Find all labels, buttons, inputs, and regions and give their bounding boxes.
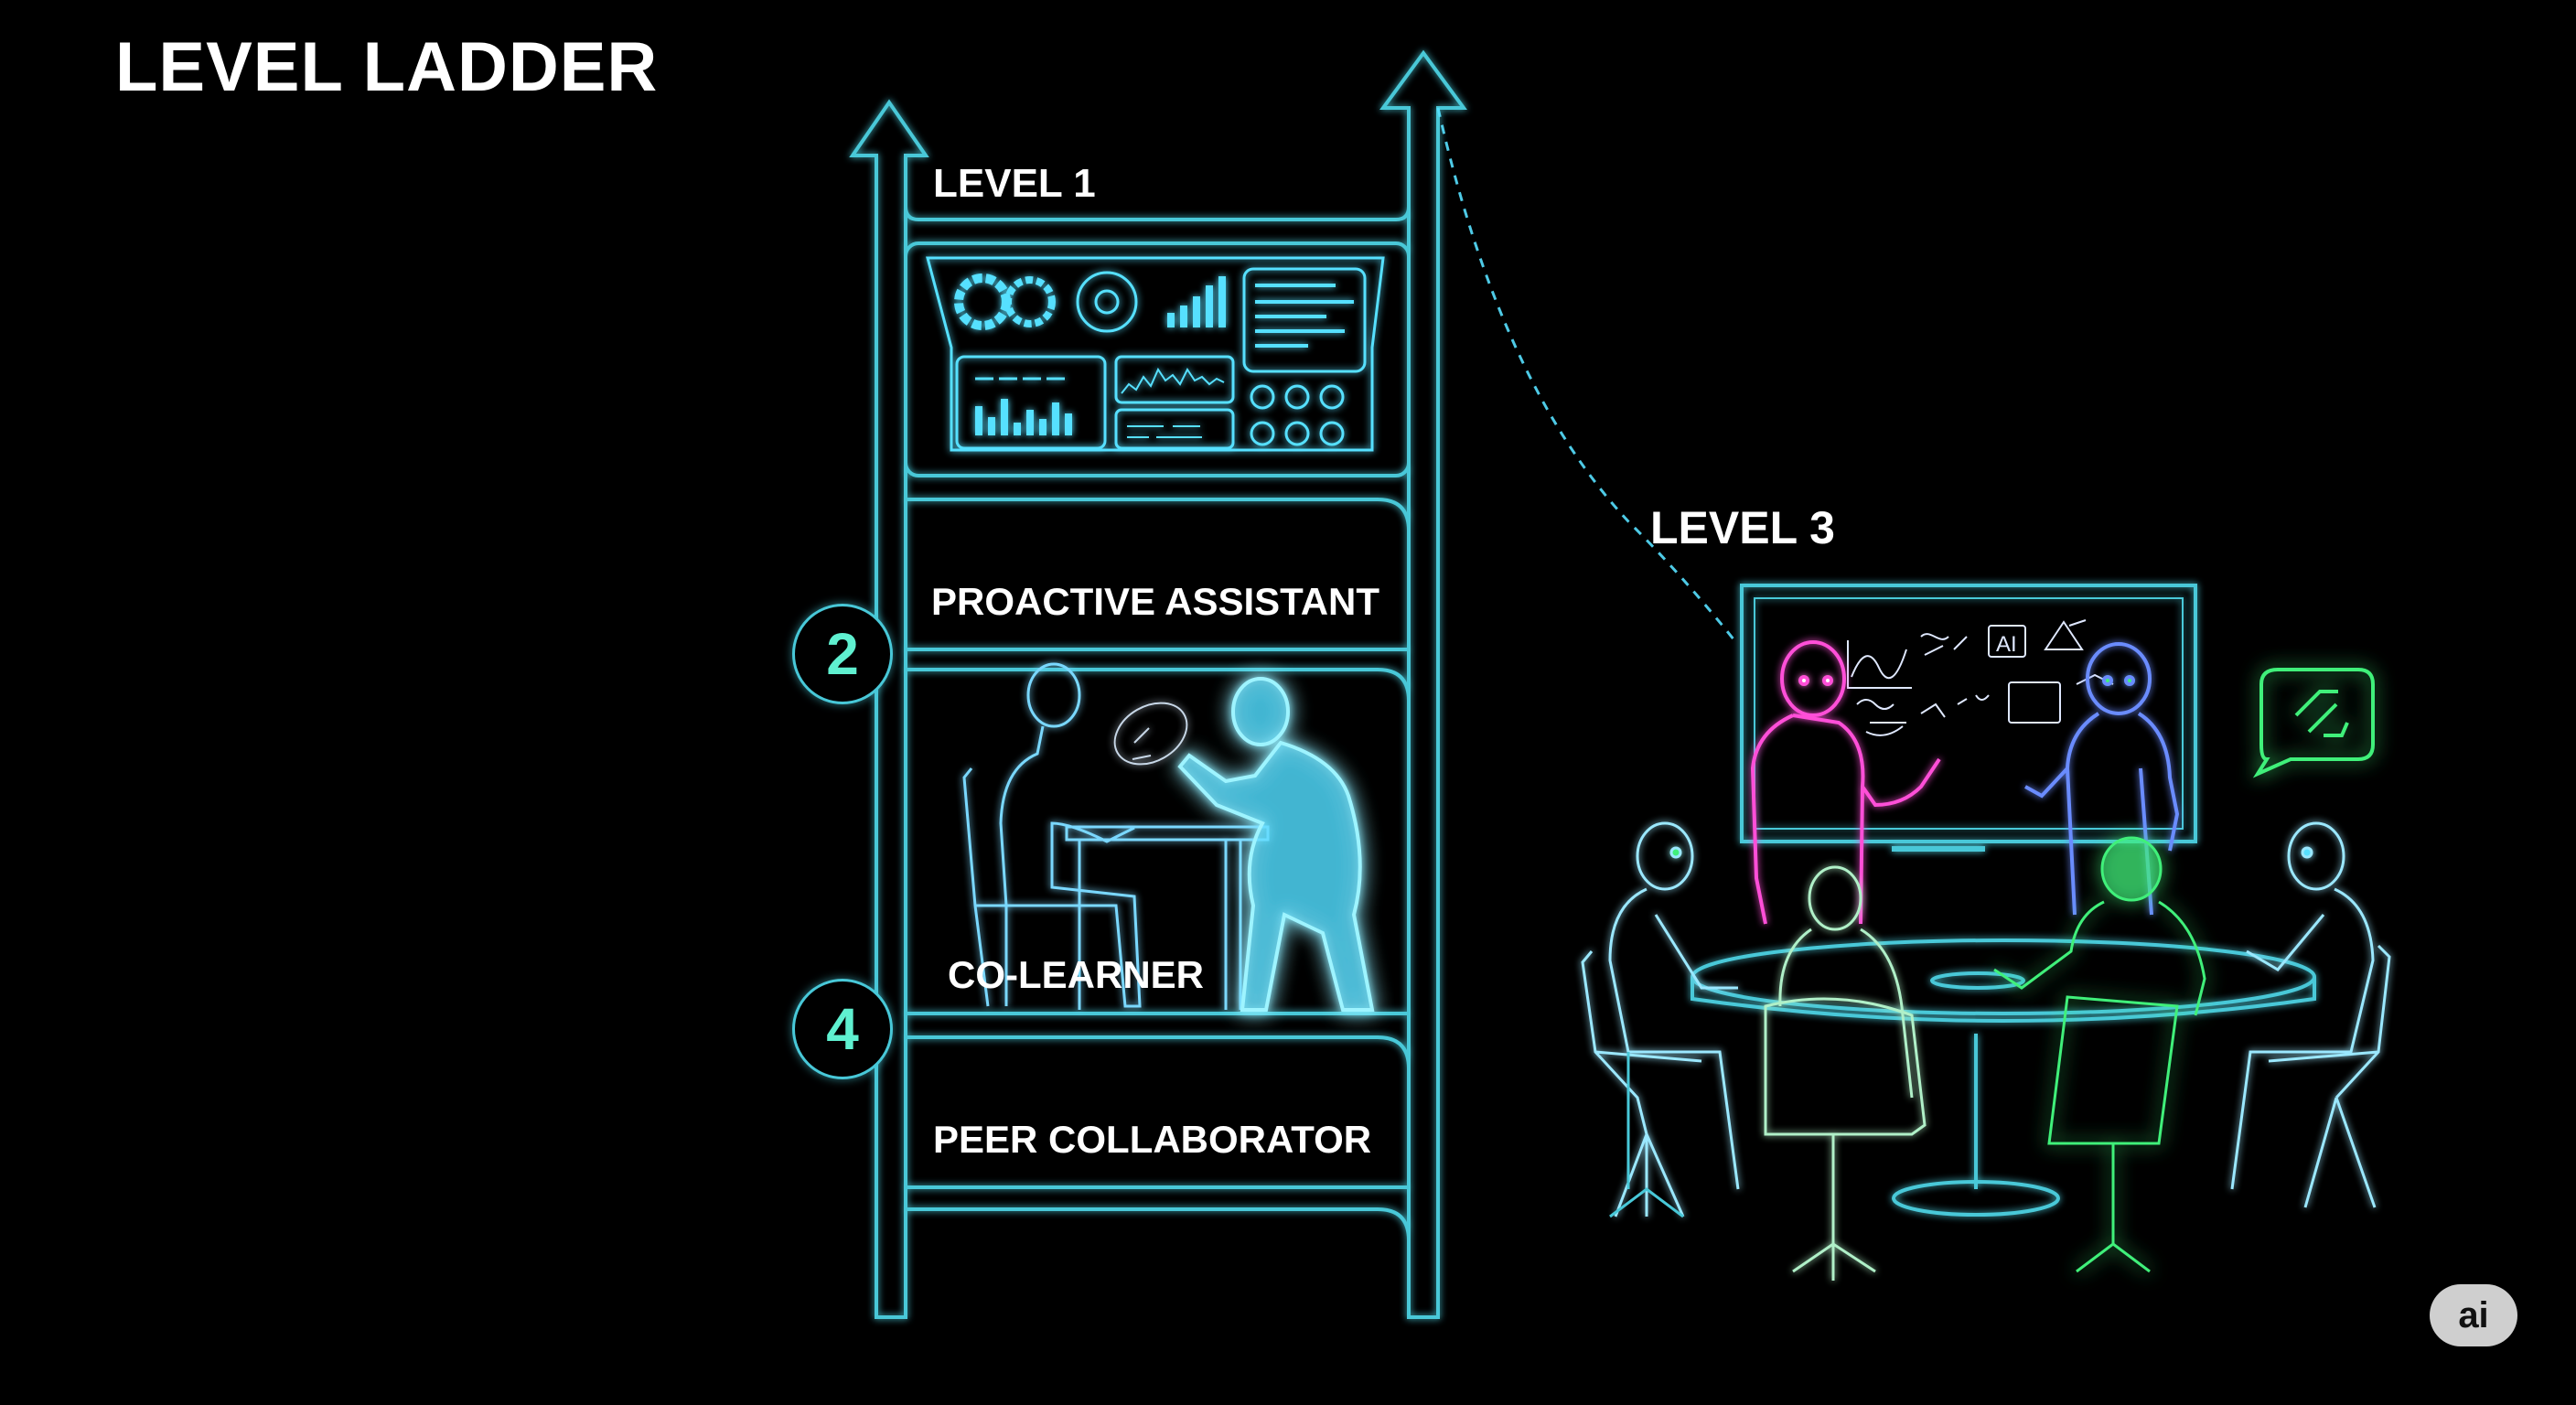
marker-2: 2 bbox=[792, 604, 893, 704]
chair-legs bbox=[1609, 1052, 1684, 1218]
seated-human-figure bbox=[962, 662, 1142, 1008]
whiteboard-scribbles bbox=[1847, 619, 2114, 736]
whiteboard bbox=[1740, 584, 2197, 852]
rung-bottom bbox=[904, 1207, 1411, 1317]
rung-level1 bbox=[904, 113, 1411, 221]
pink-robot bbox=[1750, 640, 1941, 925]
rung-peer bbox=[904, 1035, 1411, 1189]
ai-badge: ai bbox=[2430, 1284, 2517, 1346]
dashed-connector bbox=[1436, 107, 1736, 641]
speech-bubble-icon bbox=[2252, 668, 2375, 778]
label-level1: LEVEL 1 bbox=[933, 161, 1096, 206]
marker-4: 4 bbox=[792, 979, 893, 1079]
table-figure-green-head bbox=[1993, 836, 2206, 1273]
blue-robot bbox=[2024, 642, 2180, 916]
table-figure-right bbox=[2230, 821, 2391, 1208]
round-table bbox=[1690, 938, 2316, 1217]
table-figure-left bbox=[1581, 821, 1740, 1217]
whiteboard-ai-text: AI bbox=[1996, 632, 2017, 657]
page-title: LEVEL LADDER bbox=[115, 28, 659, 106]
right-rail bbox=[1379, 49, 1467, 1319]
table-figure-front bbox=[1764, 865, 1927, 1281]
rung-colearner bbox=[904, 668, 1411, 1015]
label-proactive-assistant: PROACTIVE ASSISTANT bbox=[931, 580, 1380, 623]
dashboard-icon bbox=[926, 256, 1385, 452]
rung-dashboard bbox=[904, 241, 1411, 477]
left-rail bbox=[849, 99, 929, 1319]
ladder-frame bbox=[849, 49, 1467, 1319]
co-learner-scene bbox=[962, 662, 1375, 1012]
ai-figure bbox=[1177, 677, 1375, 1012]
label-co-learner: CO-LEARNER bbox=[948, 953, 1204, 996]
label-level3: LEVEL 3 bbox=[1650, 502, 1835, 553]
label-peer-collaborator: PEER COLLABORATOR bbox=[933, 1118, 1372, 1161]
rung-proactive bbox=[904, 498, 1411, 651]
